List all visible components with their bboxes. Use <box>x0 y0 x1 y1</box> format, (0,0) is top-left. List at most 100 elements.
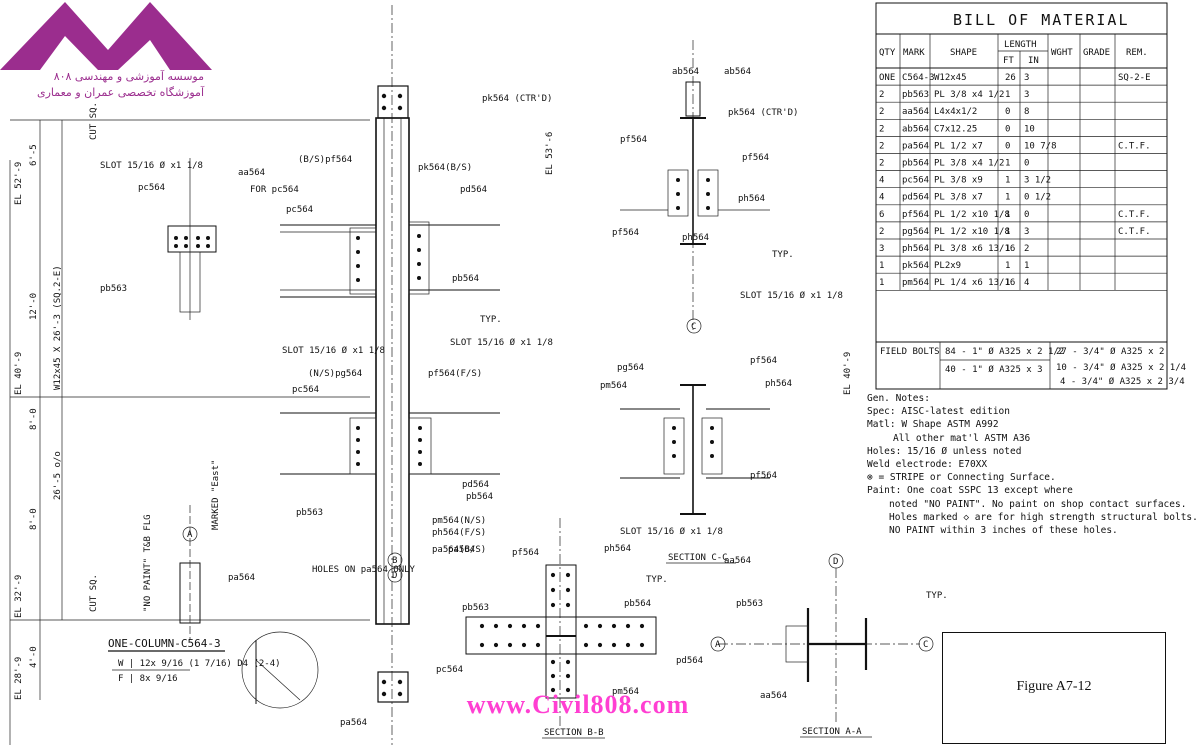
piece-mark-label: pb564 <box>452 274 479 284</box>
el-53-6: EL 53'-6 <box>545 132 555 175</box>
bom-cell-mark: pa564 <box>902 141 929 151</box>
bs-pf564-label: (B/S)pf564 <box>298 155 352 165</box>
cut-sq-top: CUT SQ. <box>89 102 99 140</box>
bom-cell-qty: 4 <box>879 193 884 203</box>
bolt-hole <box>479 623 485 629</box>
dim-12-0: 12'-0 <box>29 293 39 320</box>
section-b-b: SECTION B-B TYP. <box>465 518 668 739</box>
bom-cell-ft: 1 <box>1005 278 1010 288</box>
no-paint-note: "NO PAINT" T&B FLG <box>143 514 153 612</box>
piece-mark-label: pf564 <box>620 135 647 145</box>
bolt-hole <box>535 642 541 648</box>
bom-cell-in: 4 <box>1024 278 1029 288</box>
piece-mark-label: pc564 <box>436 665 463 675</box>
bom-cell-mark: pm564 <box>902 278 929 288</box>
bolt-hole <box>550 659 556 665</box>
piece-mark-label: ab564 <box>672 67 699 77</box>
piece-mark-label: pf564 <box>512 548 539 558</box>
bom-cell-shape: PL 3/8 x7 <box>934 193 983 203</box>
el-52-9: EL 52'-9 <box>14 162 24 205</box>
bolt-hole <box>535 623 541 629</box>
bom-cell-shape: PL2x9 <box>934 261 961 271</box>
piece-mark-label: ab564 <box>724 67 751 77</box>
bom-cell-qty: 1 <box>879 278 884 288</box>
section-a-a-title: SECTION A-A <box>802 727 862 737</box>
bom-cell-in: 3 <box>1024 227 1029 237</box>
general-notes: Gen. Notes: Spec: AISC-latest edition Ma… <box>867 392 1198 537</box>
note-line-11: NO PAINT within 3 inches of these holes. <box>889 525 1118 537</box>
note-line-2: Spec: AISC-latest edition <box>867 406 1010 418</box>
bolt-hole <box>565 572 571 578</box>
note-line-1: Gen. Notes: <box>867 393 930 404</box>
bom-cell-ft: 0 <box>1005 141 1010 151</box>
bom-cell-shape: PL 3/8 x9 <box>934 176 983 186</box>
column-elevation: EL 52'-9 EL 40'-9 EL 32'-9 EL 28'-9 6'-5… <box>9 5 702 745</box>
piece-mark-label: pa564 <box>448 545 475 555</box>
typ-label-2: TYP. <box>772 250 794 260</box>
bom-cell-qty: 2 <box>879 159 884 169</box>
bolt-hole <box>521 642 527 648</box>
slot-note-5: SLOT 15/16 Ø x1 1/8 <box>620 526 723 537</box>
svg-text:W | 12x 9/16 (1 7/16) D4 (2-4: W | 12x 9/16 (1 7/16) D4 (2-4) <box>118 659 281 669</box>
slot-note-2: SLOT 15/16 Ø x1 1/8 <box>282 345 385 356</box>
bom-cell-ft: 26 <box>1005 73 1016 83</box>
piece-mark-label: pa564(B/S) <box>432 545 486 555</box>
bom-cell-shape: W12x45 <box>934 73 967 83</box>
bolt-hole <box>611 642 617 648</box>
ns-pg564-label: (N/S)pg564 <box>308 369 362 379</box>
bom-cell-qty: 2 <box>879 141 884 151</box>
bom-cell-ft: 1 <box>1005 159 1010 169</box>
piece-mark-label: ph564 <box>604 544 631 554</box>
shop-drawing: BILL OF MATERIAL QTY MARK SHAPE LENGTH F… <box>9 2 1186 745</box>
column-shape-label: W12x45 X 26'-3 (SQ.2-E) <box>53 265 63 390</box>
piece-mark-label: ph564(F/S) <box>432 528 486 538</box>
bom-cell-shape: PL 1/2 x7 <box>934 141 983 151</box>
bom-cell-mark: pb563 <box>902 90 929 100</box>
note-line-8: Paint: One coat SSPC 13 except where <box>867 485 1073 497</box>
section-c-c: pk564 (CTR'D) EL 53'-6 EL 40'-9 SECTION … <box>545 40 853 564</box>
bom-cell-in: 3 <box>1024 90 1029 100</box>
bom-cell-ft: 1 <box>1005 90 1010 100</box>
el-40-9: EL 40'-9 <box>14 352 24 395</box>
svg-text:D: D <box>392 571 397 581</box>
bolt-hole <box>597 623 603 629</box>
bom-cell-ft: 1 <box>1005 244 1010 254</box>
bolt-hole <box>565 587 571 593</box>
bolt-hole <box>639 623 645 629</box>
bolt-hole <box>550 572 556 578</box>
piece-mark-label: pb564 <box>624 599 651 609</box>
pk564-ctrd-label: pk564 (CTR'D) <box>728 108 798 118</box>
bom-cell-in: 0 1/2 <box>1024 193 1051 203</box>
bom-cell-mark: ph564 <box>902 244 929 254</box>
note-line-9: noted "NO PAINT". No paint on shop conta… <box>889 498 1187 510</box>
bom-header-qty: QTY <box>879 48 896 58</box>
bom-cell-qty: ONE <box>879 73 895 83</box>
bolt-hole <box>611 623 617 629</box>
bom-cell-rem: C.T.F. <box>1118 210 1151 220</box>
bolt-hole <box>565 602 571 608</box>
watermark: www.Civil808.com <box>466 690 690 719</box>
dim-8-0a: 8'-0 <box>29 408 39 430</box>
piece-mark-label: pb564 <box>466 492 493 502</box>
bom-cell-shape: PL 1/2 x10 1/8 <box>934 210 1010 220</box>
piece-mark-label: pm564(N/S) <box>432 516 486 526</box>
dim-6-5: 6'-5 <box>29 144 39 166</box>
bom-cell-in: 8 <box>1024 107 1029 117</box>
bom-cell-shape: PL 1/2 x10 1/8 <box>934 227 1010 237</box>
piece-mark-label: pa564 <box>340 718 367 728</box>
bom-cell-ft: 1 <box>1005 227 1010 237</box>
field-bolt-1: 84 - 1" Ø A325 x 2 1/2 <box>945 346 1064 357</box>
bom-cell-in: 2 <box>1024 244 1029 254</box>
piece-mark-label: pd564 <box>676 656 703 666</box>
figure-label-box: Figure A7-12 <box>942 632 1166 744</box>
piece-mark-label: ph564 <box>682 233 709 243</box>
bolt-hole <box>550 602 556 608</box>
bom-cell-qty: 3 <box>879 244 884 254</box>
bom-cell-mark: C564-3 <box>902 73 935 83</box>
svg-text:B: B <box>392 556 397 566</box>
piece-mark-label: pc564 <box>286 205 313 215</box>
bolt-hole <box>625 642 631 648</box>
piece-mark-label: aa564 <box>760 691 787 701</box>
bom-cell-mark: pg564 <box>902 227 929 237</box>
